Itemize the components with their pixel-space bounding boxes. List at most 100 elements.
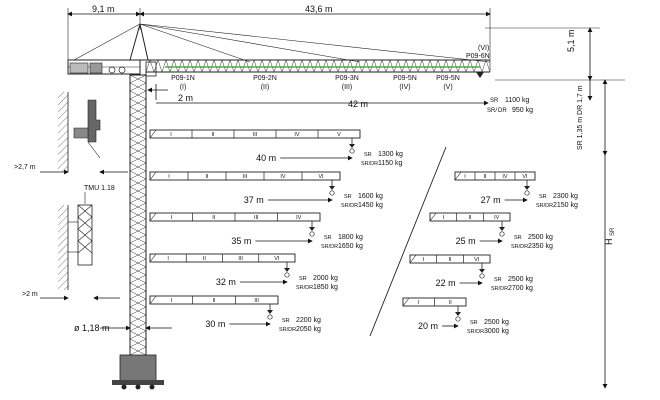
h-sub-label: SR [610, 227, 616, 236]
config-section-roman: II [205, 174, 209, 180]
config-section-roman: III [243, 174, 248, 180]
sr-dr-height-label: SR 1,35 m DR 1,7 m [577, 85, 584, 150]
config-dr-abbr: SR/DR [491, 286, 508, 292]
config-radius: 25 m [456, 236, 476, 246]
config-section-roman: II [212, 215, 216, 221]
config-dr-load: 1850 kg [313, 284, 338, 291]
main-dr-abbr-2: DR [498, 108, 507, 114]
config-section-roman: IV [294, 132, 300, 138]
config-section-roman: VI [318, 174, 324, 180]
bottom-clearance-label: >2 m [22, 291, 38, 298]
main-dr-abbr: SR/ [487, 108, 497, 114]
config-dr-abbr: SR/DR [361, 161, 378, 167]
config-radius: 35 m [231, 236, 251, 246]
config-section-roman: IV [280, 174, 286, 180]
config-section-roman: III [254, 215, 259, 221]
tip-code: P09-6N [466, 53, 490, 60]
config-section-roman: I [170, 132, 172, 138]
config-sr-abbr: SR [324, 235, 332, 241]
config-jib-bar [149, 129, 361, 139]
config-radius: 37 m [244, 195, 264, 205]
config-sr-load: 2500 kg [508, 276, 533, 283]
config-dr-abbr: SR/DR [536, 203, 553, 209]
hook-icon [524, 186, 530, 190]
config-radius: 32 m [216, 277, 236, 287]
config-sr-load: 2300 kg [553, 193, 578, 200]
hook-icon [329, 186, 335, 190]
config-sr-load: 1600 kg [358, 193, 383, 200]
config-sr-abbr: SR [299, 276, 307, 282]
config-section-roman: II [211, 132, 215, 138]
jib-offset-label: 2 m [178, 93, 193, 103]
config-section-roman: III [254, 298, 259, 304]
config-section-roman: V [337, 132, 341, 138]
config-radius: 22 m [436, 278, 456, 288]
jib-section-code: P09-2N [253, 75, 277, 82]
config-sr-abbr: SR [364, 152, 372, 158]
config-radius: 27 m [481, 195, 501, 205]
config-sr-abbr: SR [470, 320, 478, 326]
main-dr-load: 950 kg [512, 107, 533, 114]
config-dr-load: 1450 kg [358, 202, 383, 209]
mast-width-label: ø 1,18 m [74, 323, 110, 333]
jib-section-code: P09-3N [335, 75, 359, 82]
hook-icon [479, 269, 485, 273]
jib-section-labels: P09-1N (I) P09-2N (II) P09-3N (III) P09-5N (IV)… [171, 75, 460, 91]
config-radius: 30 m [205, 319, 225, 329]
jib-section-roman: (III) [342, 84, 353, 91]
config-sr-abbr: SR [514, 235, 522, 241]
config-section-roman: I [167, 256, 169, 262]
config-jib-bar [429, 212, 511, 222]
hook-icon [349, 144, 355, 148]
config-section-roman: III [253, 132, 258, 138]
wall-top [58, 92, 101, 172]
jib-section-code: P09-5N [436, 75, 460, 82]
config-section-roman: VI [474, 257, 480, 263]
right-dimension-lines [485, 27, 625, 389]
config-section-roman: I [464, 174, 466, 180]
config-sr-load: 2500 kg [528, 234, 553, 241]
config-dr-abbr: SR/DR [467, 329, 484, 335]
main-sr-load: 1100 kg [505, 97, 529, 104]
config-section-roman: II [203, 256, 207, 262]
config-sr-abbr: SR [494, 277, 502, 283]
main-radius-label: 42 m [348, 99, 368, 109]
jib-section-code: P09-1N [171, 75, 195, 82]
config-section-roman: IV [502, 174, 508, 180]
config-jib-bar [149, 171, 341, 181]
config-sr-load: 2000 kg [313, 275, 338, 282]
jib-section-roman: (II) [261, 84, 270, 91]
config-section-roman: III [238, 256, 243, 262]
config-section-roman: I [418, 300, 420, 306]
config-dr-load: 3000 kg [484, 328, 509, 335]
config-section-roman: IV [494, 215, 500, 221]
config-sr-load: 1300 kg [378, 151, 403, 158]
config-dr-load: 1150 kg [378, 160, 402, 167]
main-sr-abbr: SR [490, 98, 499, 104]
config-section-roman: I [168, 174, 170, 180]
config-radius: 40 m [256, 153, 276, 163]
config-dr-abbr: SR/DR [341, 203, 358, 209]
h-label: H [604, 239, 614, 246]
counter-jib-length: 9,1 m [92, 4, 115, 14]
config-dr-abbr: SR/DR [321, 244, 338, 250]
jib-section-roman: (IV) [399, 84, 410, 91]
config-section-roman: VI [274, 256, 280, 262]
tip-roman: (VI) [478, 45, 489, 52]
config-section-roman: I [423, 257, 425, 263]
config-divider [369, 146, 447, 337]
tmu-label: TMU 1.18 [84, 185, 115, 192]
jib-section-roman: (I) [180, 84, 187, 91]
config-section-roman: I [443, 215, 445, 221]
config-section-roman: I [171, 298, 173, 304]
config-jib-bar [149, 295, 279, 305]
hook-icon [284, 268, 290, 272]
jib-length: 43,6 m [305, 4, 333, 14]
